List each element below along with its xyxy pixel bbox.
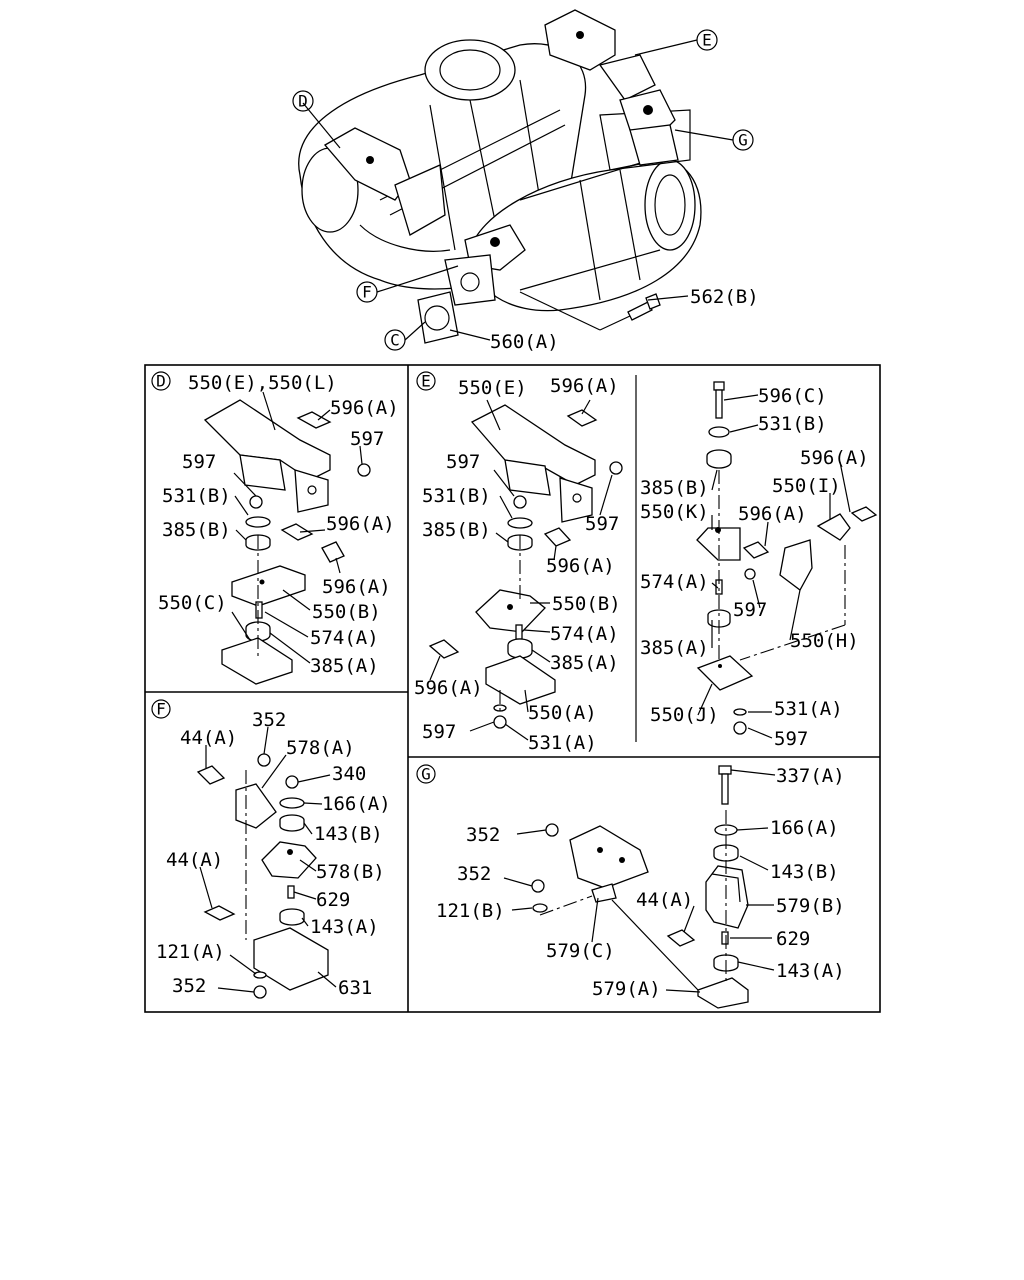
e2-label-596c: 596(C): [758, 385, 827, 407]
e-label-531a: 531(A): [528, 732, 597, 754]
f-label-578b: 578(B): [316, 861, 385, 883]
panel-f-tag: F: [151, 699, 171, 719]
e2-label-550h: 550(H): [790, 630, 859, 652]
f-label-352-1: 352: [252, 709, 286, 731]
e2-label-550j: 550(J): [650, 704, 719, 726]
e2-label-574a: 574(A): [640, 571, 709, 593]
callout-c: C: [384, 329, 406, 351]
label-562b: 562(B): [690, 286, 759, 308]
e2-label-550i: 550(I): [772, 475, 841, 497]
e-label-550e: 550(E): [458, 377, 527, 399]
d-label-385b: 385(B): [162, 519, 231, 541]
d-label-550c: 550(C): [158, 592, 227, 614]
overview-brackets: [323, 9, 679, 306]
e2-label-596a-1: 596(A): [800, 447, 869, 469]
callout-f: F: [356, 281, 378, 303]
e2-label-596a-2: 596(A): [738, 503, 807, 525]
svg-text:G: G: [738, 131, 748, 150]
g-label-579b: 579(B): [776, 895, 845, 917]
f-label-143b: 143(B): [314, 823, 383, 845]
e-label-596a-3: 596(A): [414, 677, 483, 699]
e-label-385b: 385(B): [422, 519, 491, 541]
g-label-337a: 337(A): [776, 765, 845, 787]
e2-label-531a: 531(A): [774, 698, 843, 720]
e-label-531b: 531(B): [422, 485, 491, 507]
f-label-44a-2: 44(A): [166, 849, 223, 871]
g-label-121b: 121(B): [436, 900, 505, 922]
g-label-143a: 143(A): [776, 960, 845, 982]
callout-e: E: [696, 29, 718, 51]
d-label-596a-3: 596(A): [322, 576, 391, 598]
svg-text:F: F: [362, 283, 372, 302]
d-label-531b: 531(B): [162, 485, 231, 507]
d-label-550e-550l: 550(E),550(L): [188, 372, 337, 394]
f-label-121a: 121(A): [156, 941, 225, 963]
panel-d-tag: D: [151, 371, 171, 391]
g-label-166a: 166(A): [770, 817, 839, 839]
detail-frames: [144, 364, 881, 1013]
d-label-385a: 385(A): [310, 655, 379, 677]
panel-f: F 352 44(A) 578(A) 340 166(A) 143(B): [151, 699, 391, 999]
e-label-597-3: 597: [422, 721, 456, 743]
d-label-597-2: 597: [182, 451, 216, 473]
d-label-574a: 574(A): [310, 627, 379, 649]
d-label-597-1: 597: [350, 428, 384, 450]
bolt-562b-drawing: [627, 293, 661, 321]
callout-d: D: [292, 90, 314, 112]
f-label-578a: 578(A): [286, 737, 355, 759]
g-label-579c: 579(C): [546, 940, 615, 962]
panel-g: G 337(A) 352: [416, 764, 845, 1009]
f-label-631: 631: [338, 977, 372, 999]
svg-text:E: E: [702, 31, 712, 50]
panel-e: E 550(E) 596(A): [414, 371, 623, 754]
d-label-550b: 550(B): [312, 601, 381, 623]
f-label-352-2: 352: [172, 975, 206, 997]
svg-text:E: E: [421, 372, 431, 391]
svg-text:D: D: [298, 92, 308, 111]
panel-e-tag: E: [416, 371, 436, 391]
d-label-596a-2: 596(A): [326, 513, 395, 535]
e-label-574a: 574(A): [550, 623, 619, 645]
g-label-579a: 579(A): [592, 978, 661, 1000]
e-label-550a: 550(A): [528, 702, 597, 724]
f-label-166a: 166(A): [322, 793, 391, 815]
svg-text:D: D: [156, 372, 166, 391]
panel-d: D 550(E),550(L): [151, 371, 399, 685]
e-label-596a-1: 596(A): [550, 375, 619, 397]
panel-e-right: 596(C) 531(B) 596(A) 385(B) 550(I) 550(K…: [640, 381, 878, 750]
g-label-44a: 44(A): [636, 889, 693, 911]
e-label-550b: 550(B): [552, 593, 621, 615]
panel-g-tag: G: [416, 764, 436, 784]
e2-label-531b: 531(B): [758, 413, 827, 435]
g-label-352-2: 352: [457, 863, 491, 885]
e2-label-385a: 385(A): [640, 637, 709, 659]
f-label-44a-1: 44(A): [180, 727, 237, 749]
f-label-340: 340: [332, 763, 366, 785]
f-label-143a: 143(A): [310, 916, 379, 938]
e-label-596a-2: 596(A): [546, 555, 615, 577]
callout-g: G: [732, 129, 754, 151]
g-label-352-1: 352: [466, 824, 500, 846]
svg-text:C: C: [390, 331, 400, 350]
e-label-597-2: 597: [585, 513, 619, 535]
d-label-596a-1: 596(A): [330, 397, 399, 419]
e-label-597-1: 597: [446, 451, 480, 473]
muffler-right-drawing: [469, 109, 702, 312]
g-label-143b: 143(B): [770, 861, 839, 883]
gasket-560a-drawing: [417, 291, 459, 344]
svg-text:F: F: [156, 700, 166, 719]
e2-label-597-1: 597: [733, 599, 767, 621]
overview-assembly: [298, 9, 734, 344]
e-label-385a: 385(A): [550, 652, 619, 674]
svg-text:G: G: [421, 765, 431, 784]
label-560a: 560(A): [490, 331, 559, 353]
g-label-629: 629: [776, 928, 810, 950]
f-label-629: 629: [316, 889, 350, 911]
e2-label-597-2: 597: [774, 728, 808, 750]
e2-label-385b: 385(B): [640, 477, 709, 499]
e2-label-550k: 550(K): [640, 501, 709, 523]
